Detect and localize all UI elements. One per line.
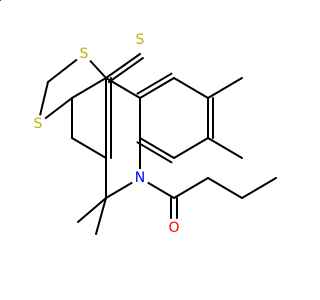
atom-label-n: N	[135, 170, 145, 186]
atom-label-background	[165, 219, 183, 237]
bond	[139, 77, 175, 99]
atom-label-s: S	[80, 46, 89, 62]
bond	[173, 137, 209, 159]
bond	[105, 53, 141, 79]
atom-label-background	[75, 45, 93, 63]
bond	[95, 197, 107, 235]
bond	[77, 197, 107, 223]
bond	[173, 177, 209, 199]
bond	[71, 137, 107, 159]
atom-label-o: O	[168, 220, 179, 236]
atom-label-s: S	[34, 116, 43, 132]
bond	[71, 77, 107, 99]
bond	[107, 57, 144, 84]
bond	[136, 141, 173, 164]
atom-label-background	[29, 115, 47, 133]
bond	[207, 177, 243, 199]
atom-label-background	[131, 169, 149, 187]
bond	[241, 177, 277, 199]
molecule-structure: S S S N O	[0, 0, 277, 237]
bond-skeleton	[0, 0, 277, 235]
atom-labels: S S S N O	[29, 31, 183, 237]
atom-label-s: S	[136, 32, 145, 48]
atom-label-background	[131, 31, 149, 49]
bond	[173, 77, 209, 99]
bond	[207, 77, 243, 99]
bond	[207, 137, 243, 159]
bond	[136, 72, 173, 95]
bond	[139, 137, 175, 159]
